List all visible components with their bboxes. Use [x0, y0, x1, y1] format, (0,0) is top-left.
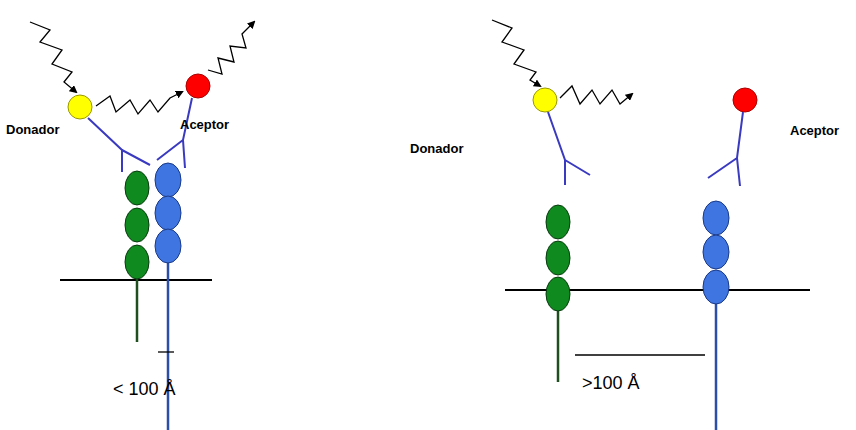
- green-protein: [125, 171, 149, 279]
- donor-label: Donador: [410, 142, 463, 156]
- protein-stem: [715, 300, 718, 430]
- donor-fluorophore: [68, 95, 92, 119]
- donor-label: Donador: [6, 123, 59, 137]
- distance-label: < 100 Å: [113, 380, 176, 400]
- scale-bar: [158, 351, 174, 352]
- donor-fluorophore: [533, 88, 557, 112]
- light-squiggle: [492, 20, 632, 104]
- blue-protein: [703, 201, 729, 304]
- acceptor-label: Aceptor: [790, 124, 839, 138]
- protein-stem: [136, 270, 139, 342]
- scale-bar: [575, 354, 705, 355]
- acceptor-fluorophore: [186, 74, 210, 98]
- antibody: [548, 112, 743, 186]
- light-squiggle: [30, 22, 254, 114]
- acceptor-fluorophore: [733, 88, 757, 112]
- protein-stem: [167, 255, 170, 430]
- acceptor-label: Aceptor: [180, 118, 229, 132]
- antibody: [88, 98, 192, 172]
- protein-stem: [557, 300, 560, 382]
- distance-label: >100 Å: [582, 374, 640, 394]
- blue-protein: [155, 163, 181, 263]
- green-protein: [546, 205, 570, 311]
